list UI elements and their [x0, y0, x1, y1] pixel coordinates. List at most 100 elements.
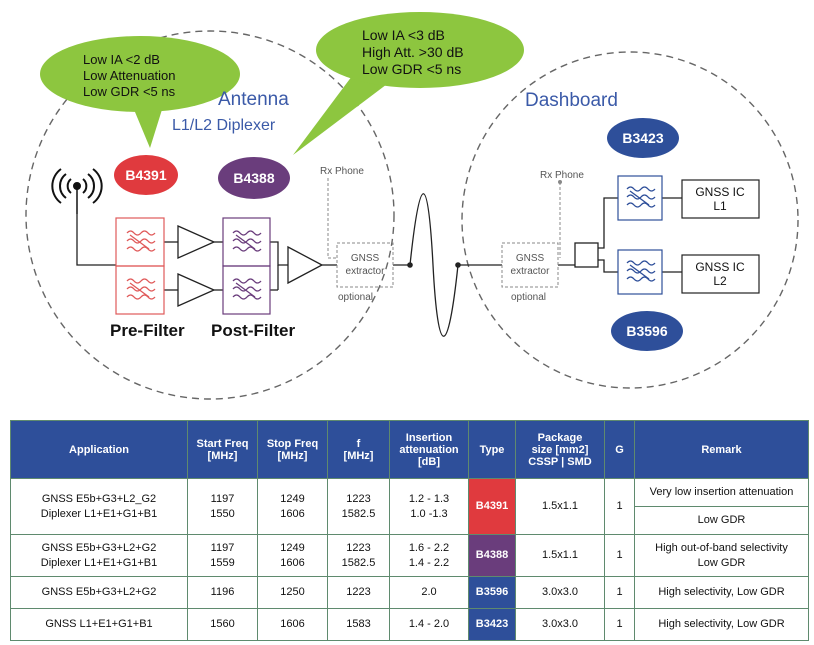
cell-start: 1196: [187, 576, 258, 609]
badge-b4391-shape: [114, 155, 178, 195]
rx-phone-left: Rx Phone: [320, 166, 364, 177]
badge-b3596-shape: [611, 311, 683, 351]
badge-b3423-shape: [607, 118, 679, 158]
postfilter-bottom: [222, 265, 271, 315]
gnss-extractor-right-line-1: GNSS: [516, 253, 545, 264]
gnss-extractor-right: [501, 242, 559, 288]
rx-phone-right: Rx Phone: [540, 170, 584, 181]
bubble-center-line-3: Low GDR <5 ns: [362, 61, 461, 77]
bubble-center: Low IA <3 dB High Att. >30 dB Low GDR <5…: [293, 12, 524, 155]
gnss-ic-l1: [681, 179, 760, 219]
header-stop-freq: Stop Freq[MHz]: [257, 420, 328, 479]
prefilter-label: Pre-Filter: [110, 321, 185, 340]
gnss-ic-l2-line-2: L2: [713, 274, 727, 288]
table-row: GNSS L1+E1+G1+B1 1560 1606 1583 1.4 - 2.…: [10, 608, 809, 641]
postfilter-top-wave: [232, 230, 262, 252]
cell-application: GNSS L1+E1+G1+B1: [10, 608, 188, 641]
bubble-left-tail: [130, 100, 165, 148]
cell-package: 1.5x1.1: [515, 478, 605, 535]
header-f: f[MHz]: [327, 420, 390, 479]
cell-ia: 1.4 - 2.0: [389, 608, 469, 641]
diplexer-title: L1/L2 Diplexer: [172, 117, 276, 134]
amplifier-combined: [287, 245, 324, 285]
cell-package: 1.5x1.1: [515, 534, 605, 577]
cell-g: 1: [604, 534, 635, 577]
cell-package: 3.0x3.0: [515, 576, 605, 609]
bubble-center-line-2: High Att. >30 dB: [362, 44, 464, 60]
cell-g: 1: [604, 576, 635, 609]
dashboard-filter-l2: [617, 249, 663, 295]
cell-g: 1: [604, 608, 635, 641]
optional-left: optional: [338, 292, 373, 303]
bubble-left-line-3: Low GDR <5 ns: [83, 84, 176, 99]
system-diagram: Low IA <2 dB Low Attenuation Low GDR <5 …: [25, 12, 799, 400]
bubble-left: Low IA <2 dB Low Attenuation Low GDR <5 …: [40, 36, 240, 148]
bubble-left-line-2: Low Attenuation: [83, 68, 176, 83]
cell-remark-sub: Low GDR: [634, 506, 809, 535]
badge-b3423: B3423: [622, 130, 663, 146]
badge-b4388-shape: [218, 157, 290, 199]
cell-package: 3.0x3.0: [515, 608, 605, 641]
cell-remark: Very low insertion attenuation: [634, 478, 809, 507]
bubble-left-line-1: Low IA <2 dB: [83, 52, 160, 67]
gnss-ic-l2-line-1: GNSS IC: [695, 260, 745, 274]
gnss-extractor-left-line-1: GNSS: [351, 253, 380, 264]
gnss-ic-l1-line-2: L1: [713, 199, 727, 213]
cell-g: 1: [604, 478, 635, 535]
header-remark: Remark: [634, 420, 809, 479]
antenna-title: Antenna: [218, 89, 289, 110]
amplifier-bottom: [177, 272, 216, 308]
dashboard-filter-l1: [617, 175, 663, 221]
cell-application: GNSS E5b+G3+L2+G2: [10, 576, 188, 609]
cell-stop: 1250: [257, 576, 328, 609]
bubble-center-tail: [293, 72, 395, 155]
bubble-center-shape: [316, 12, 524, 88]
cell-type: B4391: [468, 478, 516, 535]
cell-remark: High selectivity, Low GDR: [634, 576, 809, 609]
junction-right: [455, 262, 461, 268]
postfilter-bottom-wave: [232, 278, 262, 300]
cell-type: B4388: [468, 534, 516, 577]
bubble-center-line-1: Low IA <3 dB: [362, 27, 445, 43]
gnss-ic-l2: [681, 254, 760, 294]
cell-start: 1560: [187, 608, 258, 641]
antenna-zone-circle: [25, 30, 395, 400]
table-header-row: Application Start Freq[MHz] Stop Freq[MH…: [10, 420, 809, 479]
badge-b4388: B4388: [233, 170, 274, 186]
dashboard-title: Dashboard: [525, 90, 618, 111]
cell-f: 1223: [327, 576, 390, 609]
cell-stop: 1606: [257, 608, 328, 641]
badge-b4391: B4391: [125, 167, 166, 183]
antenna-icon: [51, 168, 103, 214]
cell-remark: High selectivity, Low GDR: [634, 608, 809, 641]
bubble-left-shape: [40, 36, 240, 112]
table-row: GNSS E5b+G3+L2+G2 1196 1250 1223 2.0 B35…: [10, 576, 809, 609]
dashboard-filter-l1-wave: [626, 186, 656, 208]
postfilter-label: Post-Filter: [211, 321, 295, 340]
cell-type: B3596: [468, 576, 516, 609]
gnss-ic-l1-line-1: GNSS IC: [695, 185, 745, 199]
filter-spec-table: Application Start Freq[MHz] Stop Freq[MH…: [10, 420, 809, 641]
prefilter-bottom: [115, 265, 165, 315]
header-g: G: [604, 420, 635, 479]
prefilter-bottom-wave: [126, 278, 156, 300]
header-type: Type: [468, 420, 516, 479]
header-application: Application: [10, 420, 188, 479]
cell-ia: 2.0: [389, 576, 469, 609]
optional-right: optional: [511, 292, 546, 303]
